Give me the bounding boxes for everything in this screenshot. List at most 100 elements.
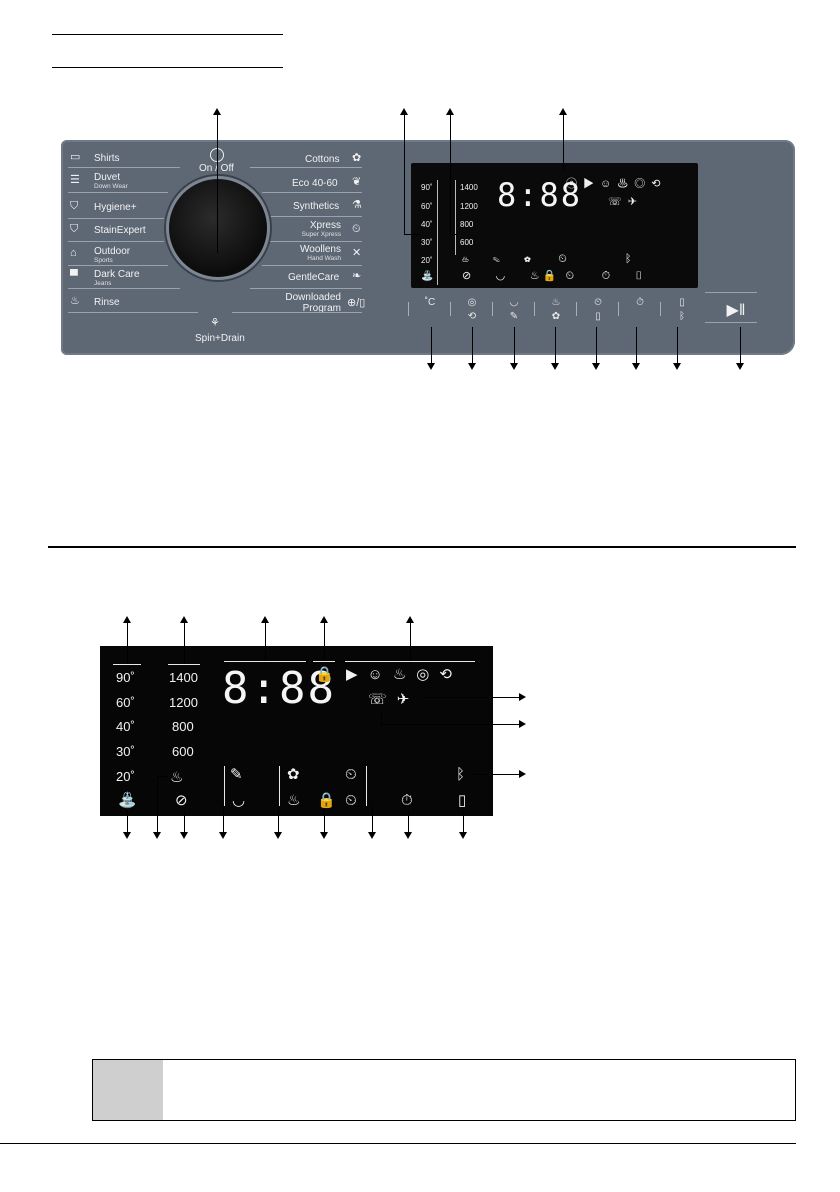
speed2-1400: 1400 <box>169 670 198 685</box>
divider <box>68 241 164 242</box>
header-line-1 <box>52 34 283 35</box>
outdoor-icon: ⌂ <box>70 247 77 259</box>
shirt-icon: ▭ <box>70 151 81 163</box>
speed-800: 800 <box>460 220 474 229</box>
program-cottons[interactable]: Cottons <box>305 154 340 165</box>
remote-button[interactable]: ▯ᛒ <box>660 296 702 324</box>
function-buttons: ˚C ◎⟲ ◡✎ ♨✿ ⏲▯ ⏱ ▯ᛒ <box>408 296 760 324</box>
xpress-timer-icon: ⏲ <box>345 766 357 783</box>
speed-1400: 1400 <box>460 183 478 192</box>
divider <box>266 241 362 242</box>
divider <box>68 312 198 313</box>
duvet-icon: ☰ <box>70 174 80 186</box>
temp-40: 40˚ <box>421 220 433 229</box>
program-rinse[interactable]: Rinse <box>94 297 120 308</box>
status-icons: ▶☺♨◎⟲ <box>346 666 462 683</box>
stain-icon: ⛉ <box>70 223 79 235</box>
program-hygiene[interactable]: Hygiene+ <box>94 202 137 213</box>
gentle-icon: ❧ <box>352 270 362 282</box>
nospin-icon: ⊘ <box>175 792 188 809</box>
time2-digits: 8:88 <box>222 663 336 714</box>
start-pause-button[interactable]: ▶‖ <box>726 302 746 319</box>
divider <box>250 167 362 168</box>
temp2-20: 20˚ <box>116 769 135 784</box>
hygiene-icon: ⛉ <box>70 200 79 212</box>
time-digits: 8:88 <box>497 176 583 214</box>
temp2-30: 30˚ <box>116 744 135 759</box>
start-divider <box>705 292 757 293</box>
temp-60: 60˚ <box>421 202 433 211</box>
download-icon: ⊕/▯ <box>347 297 366 309</box>
cottons-icon: ✿ <box>352 152 362 164</box>
steam-icon: ♨ <box>170 769 184 786</box>
lock-icon: 🔒 <box>315 666 334 683</box>
rinse-icon: ♨ <box>70 295 80 307</box>
xpress2-icon: ⏲ <box>345 792 357 809</box>
divider <box>262 192 362 193</box>
speed2-600: 600 <box>172 744 194 759</box>
steam-button[interactable]: ♨✿ <box>534 296 576 324</box>
lock-underline <box>313 661 335 662</box>
divider <box>232 312 362 313</box>
panel-display <box>411 163 698 288</box>
steam2-icon: ♨ <box>287 792 301 809</box>
note-box <box>92 1059 796 1121</box>
header-line-2 <box>52 67 283 68</box>
program-shirts[interactable]: Shirts <box>94 153 120 164</box>
divider <box>68 218 164 219</box>
tap2-icon: ⛲ <box>118 792 137 809</box>
divider-soil <box>224 766 225 806</box>
dark-care-icon: ▀ <box>70 270 78 282</box>
section-divider <box>48 546 796 548</box>
divider <box>68 167 180 168</box>
program-eco[interactable]: Eco 40-60 <box>292 178 338 189</box>
program-stainexpert[interactable]: StainExpert <box>94 225 146 236</box>
xpress-icon: ⏲ <box>352 223 361 235</box>
prewash-button[interactable]: ◡✎ <box>492 296 534 324</box>
note-icon-area <box>93 1060 163 1120</box>
spin-speed-button[interactable]: ◎⟲ <box>450 296 492 324</box>
temp-30: 30˚ <box>421 238 433 247</box>
divider <box>68 192 168 193</box>
status-underline <box>345 661 475 662</box>
prewash2-icon: ◡ <box>232 792 246 809</box>
xpress-button[interactable]: ⏲▯ <box>576 296 618 324</box>
temp-underline <box>113 664 141 665</box>
temp2-40: 40˚ <box>116 719 135 734</box>
temp2-60: 60˚ <box>116 695 135 710</box>
speed-underline <box>168 664 200 665</box>
soil-icon: ✎ <box>230 766 243 783</box>
divider <box>68 288 180 289</box>
delay-button[interactable]: ⏱ <box>618 296 660 324</box>
divider <box>266 216 362 217</box>
start-divider <box>705 322 757 323</box>
temperature-button[interactable]: ˚C <box>408 296 450 324</box>
digits-underline <box>224 661 306 662</box>
woollens-icon: ✕ <box>352 247 362 259</box>
speed-1200: 1200 <box>460 202 478 211</box>
divider-xpress <box>366 766 367 806</box>
childlock-icon: 🔒 <box>317 792 336 809</box>
spin-drain-label: Spin+Drain <box>195 333 245 344</box>
divider <box>262 265 362 266</box>
speed2-1200: 1200 <box>169 695 198 710</box>
divider <box>250 288 362 289</box>
program-synthetics[interactable]: Synthetics <box>293 201 340 212</box>
display-divider <box>437 180 438 285</box>
program-gentlecare[interactable]: GentleCare <box>288 272 340 283</box>
spin-icon: ⚘ <box>210 317 220 329</box>
speed2-800: 800 <box>172 719 194 734</box>
prewash-phone-icons: ☏✈ <box>368 691 420 708</box>
display-divider <box>455 180 456 255</box>
display-bottom-icons-1: ♨ ✎ ✿ ⏲ ᛒ <box>462 253 632 265</box>
program-selector-knob[interactable] <box>166 176 270 280</box>
speed-600: 600 <box>460 238 474 247</box>
eco-icon: ❦ <box>352 176 362 188</box>
divider-pet <box>279 766 280 806</box>
